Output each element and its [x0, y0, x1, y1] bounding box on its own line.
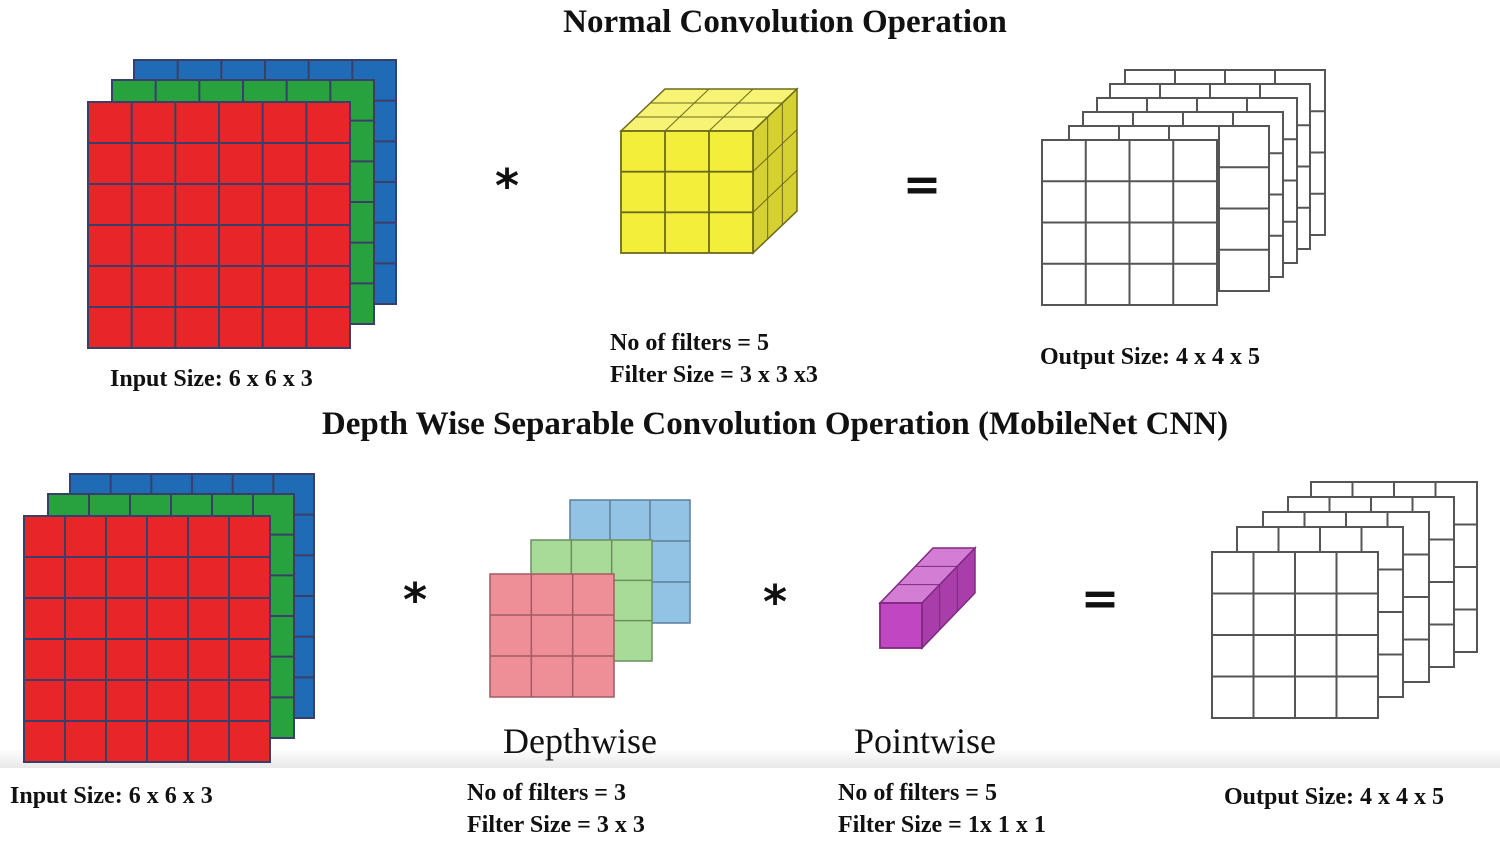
top-output-map-front: [1041, 139, 1218, 306]
depthwise-filter-size-label: Filter Size = 3 x 3: [467, 812, 645, 838]
bottom-output-map-front: [1211, 551, 1379, 719]
pointwise-filter-size-label: Filter Size = 1x 1 x 1: [838, 812, 1046, 838]
bottom-convolution-symbol-1: *: [402, 573, 428, 627]
top-convolution-symbol: *: [494, 159, 520, 213]
yellow-filter-cube: [619, 87, 799, 255]
depthwise-pink-filter: [489, 573, 615, 698]
bottom-input-red-channel: [23, 515, 271, 763]
top-output-size-label: Output Size: 4 x 4 x 5: [1040, 344, 1261, 370]
bottom-input-size-label: Input Size: 6 x 6 x 3: [10, 783, 213, 809]
yellow-filter-cube-front: [620, 130, 754, 254]
pointwise-filter-front: [879, 602, 923, 649]
floor-shadow: [0, 748, 1500, 768]
depthwise-separable-title: Depth Wise Separable Convolution Operati…: [321, 406, 1229, 442]
bottom-convolution-symbol-2: *: [762, 575, 788, 629]
depthwise-title: Depthwise: [503, 721, 657, 761]
top-filter-count-label: No of filters = 5: [610, 330, 769, 356]
bottom-equals-symbol: =: [1080, 571, 1120, 625]
pointwise-filter-count-label: No of filters = 5: [838, 780, 997, 806]
bottom-output-size-label: Output Size: 4 x 4 x 5: [1224, 784, 1445, 810]
depthwise-filter-count-label: No of filters = 3: [467, 780, 626, 806]
input-red-channel: [87, 101, 351, 349]
top-filter-size-label: Filter Size = 3 x 3 x3: [610, 362, 818, 388]
top-equals-symbol: =: [902, 157, 942, 211]
normal-convolution-title: Normal Convolution Operation: [563, 4, 1007, 40]
top-input-size-label: Input Size: 6 x 6 x 3: [110, 366, 313, 392]
pointwise-title: Pointwise: [853, 721, 997, 761]
